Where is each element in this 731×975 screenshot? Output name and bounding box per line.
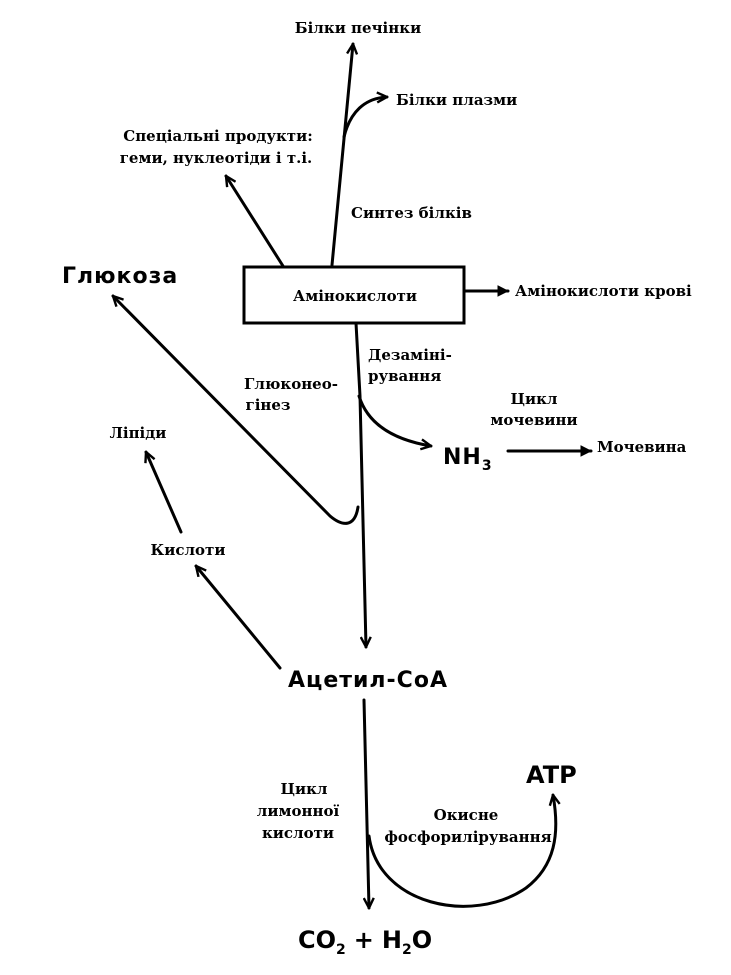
- arrow-to-liver-proteins: [330, 44, 353, 267]
- acetyl-coa-label: Ацетил-СоА: [288, 668, 448, 693]
- gluconeogenesis-label-line2: гінез: [246, 396, 291, 414]
- deamination-label-line1: Дезаміні-: [368, 346, 452, 364]
- glucose-label: Глюкоза: [62, 264, 178, 289]
- arrow-to-special-products: [224, 176, 285, 268]
- special-products-label-line1: Спеціальні продукти:: [123, 127, 312, 145]
- arrow-to-lipids: [146, 452, 183, 534]
- liver-proteins-label: Білки печінки: [295, 19, 421, 37]
- arrow-to-plasma-proteins: [342, 97, 389, 139]
- ammonia-label: NH3: [443, 445, 493, 474]
- protein-synthesis-label: Синтез білків: [351, 204, 472, 222]
- urea-cycle-label-line1: Цикл: [510, 390, 557, 408]
- citric-cycle-label-line3: кислоти: [262, 824, 334, 842]
- lipids-label: Ліпіди: [110, 424, 167, 442]
- arrow-to-co2-h2o: [362, 698, 369, 910]
- gluconeogenesis-label-line1: Глюконео-: [244, 375, 338, 393]
- deamination-label-line2: рування: [368, 367, 441, 385]
- plasma-proteins-label: Білки плазми: [396, 91, 517, 109]
- arrow-to-atp: [367, 795, 556, 908]
- amino-acids-box: [242, 265, 466, 325]
- co2-h2o-label: CO2+H2O: [298, 926, 432, 958]
- special-products-label-line2: геми, нуклеотіди і т.і.: [120, 149, 313, 167]
- oxidative-phos-label-line2: фосфорилірування: [384, 828, 551, 846]
- amino-acids-label: Амінокислоти: [293, 287, 417, 305]
- acids-label: Кислоти: [151, 541, 226, 559]
- arrow-to-acetyl-coa: [354, 321, 366, 649]
- urea-cycle-label-line2: мочевини: [490, 411, 577, 429]
- arrow-to-acids: [196, 566, 282, 670]
- arrow-to-nh3: [357, 394, 431, 446]
- citric-cycle-label-line1: Цикл: [280, 780, 327, 798]
- blood-amino-acids-label: Амінокислоти крові: [515, 282, 692, 300]
- citric-cycle-label-line2: лимонної: [257, 802, 340, 820]
- arrow-to-glucose: [113, 296, 360, 525]
- oxidative-phos-label-line1: Окисне: [434, 806, 499, 824]
- urea-label: Мочевина: [597, 438, 687, 456]
- atp-label: ATP: [526, 761, 577, 789]
